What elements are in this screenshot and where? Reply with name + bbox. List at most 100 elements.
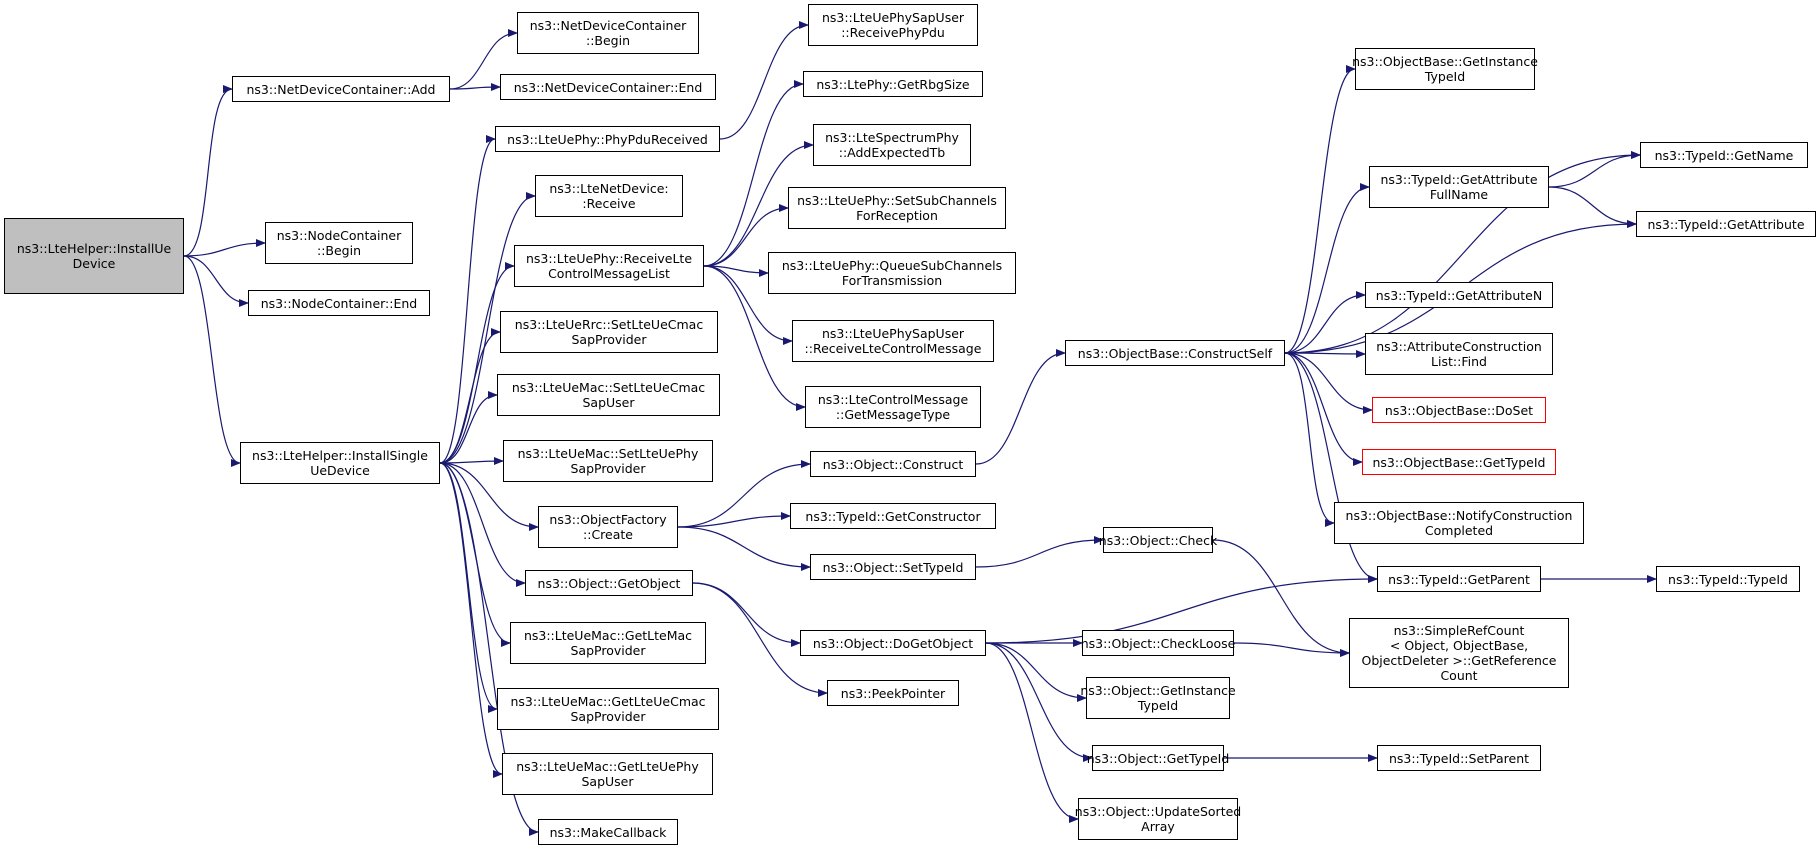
- node-set-type-id[interactable]: ns3::Object::SetTypeId: [810, 554, 976, 580]
- node-net-dev-recv[interactable]: ns3::LteNetDevice::Receive: [535, 175, 683, 217]
- node-check-loose[interactable]: ns3::Object::CheckLoose: [1081, 630, 1235, 656]
- node-ndc-begin[interactable]: ns3::NetDeviceContainer::Begin: [517, 12, 699, 54]
- node-label-line: ns3::ObjectBase::ConstructSelf: [1077, 345, 1273, 361]
- node-ob-get-tid[interactable]: ns3::ObjectBase::GetTypeId: [1362, 449, 1556, 475]
- node-label-line: ns3::NodeContainer::End: [260, 295, 418, 311]
- node-ndc-end[interactable]: ns3::NetDeviceContainer::End: [500, 74, 716, 100]
- node-label-line: ns3::Object::GetInstance: [1080, 683, 1236, 698]
- node-label-line: UeDevice: [310, 463, 370, 478]
- node-label-line: ns3::LteUePhy::ReceiveLte: [525, 251, 693, 266]
- node-label-line: ns3::LteUePhy::SetSubChannels: [797, 193, 997, 208]
- node-label-line: SapUser: [581, 774, 634, 789]
- node-check[interactable]: ns3::Object::Check: [1099, 527, 1217, 553]
- node-label-line: ns3::SimpleRefCount: [1393, 623, 1525, 638]
- node-label-line: ns3::LteUeRrc::SetLteUeCmac: [514, 317, 704, 332]
- node-label-line: ns3::ObjectFactory: [549, 512, 667, 527]
- node-label-line: FullName: [1429, 187, 1489, 202]
- node-ref-count[interactable]: ns3::SimpleRefCount< Object, ObjectBase,…: [1349, 618, 1569, 688]
- edge-installSingle-to-getObject: [439, 462, 526, 587]
- node-obj-get-tid[interactable]: ns3::Object::GetTypeId: [1087, 745, 1229, 771]
- node-label-line: ns3::LteNetDevice:: [549, 181, 669, 196]
- node-label-line: Count: [1440, 668, 1478, 683]
- node-label-line: SapProvider: [570, 643, 646, 658]
- edge-installSingle-to-makeCb: [439, 462, 539, 836]
- node-label-line: ns3::NetDeviceContainer::Add: [246, 81, 436, 97]
- node-get-parent[interactable]: ns3::TypeId::GetParent: [1377, 566, 1541, 592]
- node-msg-type[interactable]: ns3::LteControlMessage::GetMessageType: [805, 386, 981, 428]
- edge-doGetObject-to-getParent: [985, 575, 1378, 644]
- edge-installUe-to-ncEnd: [183, 255, 249, 307]
- node-construct-self[interactable]: ns3::ObjectBase::ConstructSelf: [1065, 340, 1285, 366]
- edge-constructSelf-to-doSet: [1284, 352, 1373, 414]
- node-label-line: TypeId: [1137, 698, 1179, 713]
- node-label-line: ::Begin: [585, 33, 631, 48]
- edge-ndcAdd-to-ndcBegin: [449, 29, 518, 90]
- node-make-cb[interactable]: ns3::MakeCallback: [538, 819, 678, 845]
- edge-ofCreate-to-setTypeId: [677, 526, 811, 571]
- node-get-name[interactable]: ns3::TypeId::GetName: [1640, 142, 1808, 168]
- node-label-line: ns3::AttributeConstruction: [1376, 339, 1542, 354]
- node-of-create[interactable]: ns3::ObjectFactory::Create: [538, 506, 678, 548]
- node-label-line: ns3::TypeId::TypeId: [1668, 571, 1788, 587]
- node-recv-phy-pdu[interactable]: ns3::LteUePhySapUser::ReceivePhyPdu: [808, 4, 978, 46]
- node-label-line: ns3::LteUeMac::SetLteUePhy: [517, 446, 699, 461]
- node-label-line: ns3::ObjectBase::DoSet: [1384, 402, 1534, 418]
- node-ndc-add[interactable]: ns3::NetDeviceContainer::Add: [232, 76, 450, 102]
- node-recv-ctrl-msg[interactable]: ns3::LteUePhySapUser::ReceiveLteControlM…: [792, 320, 994, 362]
- node-label-line: Completed: [1424, 523, 1494, 538]
- edge-installUe-to-ncBegin: [183, 239, 266, 257]
- node-do-set[interactable]: ns3::ObjectBase::DoSet: [1372, 397, 1546, 423]
- node-label-line: ns3::LteUeMac::GetLteUeCmac: [510, 694, 706, 709]
- node-add-exp-tb[interactable]: ns3::LteSpectrumPhy::AddExpectedTb: [813, 124, 971, 166]
- node-rbg-size[interactable]: ns3::LtePhy::GetRbgSize: [803, 71, 983, 97]
- node-label-line: ns3::LtePhy::GetRbgSize: [816, 76, 970, 92]
- node-label-line: ::ReceiveLteControlMessage: [804, 341, 982, 356]
- node-do-get-object[interactable]: ns3::Object::DoGetObject: [800, 630, 986, 656]
- node-construct[interactable]: ns3::Object::Construct: [810, 451, 976, 477]
- node-label-line: Array: [1141, 819, 1175, 834]
- edge-construct-to-constructSelf: [975, 349, 1066, 465]
- node-label-line: ns3::TypeId::SetParent: [1388, 750, 1530, 766]
- edge-installSingle-to-getCmac: [439, 462, 498, 713]
- node-set-parent[interactable]: ns3::TypeId::SetParent: [1377, 745, 1541, 771]
- edge-recvCtrl-to-queueSub: [703, 265, 769, 277]
- node-type-id-ctor[interactable]: ns3::TypeId::TypeId: [1656, 566, 1800, 592]
- edge-recvCtrl-to-rbgSize: [703, 80, 804, 267]
- node-label-line: ns3::NetDeviceContainer: [529, 18, 687, 33]
- node-label-line: ns3::Object::GetTypeId: [1086, 750, 1230, 766]
- edge-recvCtrl-to-addExpTb: [703, 141, 814, 267]
- node-phy-pdu[interactable]: ns3::LteUePhy::PhyPduReceived: [495, 126, 720, 152]
- node-nc-begin[interactable]: ns3::NodeContainer::Begin: [265, 222, 413, 264]
- node-nc-end[interactable]: ns3::NodeContainer::End: [248, 290, 430, 316]
- node-get-ctor[interactable]: ns3::TypeId::GetConstructor: [790, 503, 996, 529]
- node-label-line: ns3::Object::GetObject: [537, 575, 681, 591]
- node-label-line: List::Find: [1431, 354, 1487, 369]
- node-peek-ptr[interactable]: ns3::PeekPointer: [827, 680, 959, 706]
- node-get-object[interactable]: ns3::Object::GetObject: [525, 570, 693, 596]
- edge-installSingle-to-ofCreate: [439, 462, 539, 531]
- edge-doGetObject-to-objGetInst: [985, 642, 1087, 702]
- node-label-line: ForReception: [856, 208, 938, 223]
- edge-recvCtrl-to-msgType: [703, 265, 806, 411]
- node-get-attr[interactable]: ns3::TypeId::GetAttribute: [1636, 211, 1816, 237]
- node-attr-n[interactable]: ns3::TypeId::GetAttributeN: [1365, 282, 1553, 308]
- edge-phyPdu-to-recvPhyPdu: [719, 21, 809, 140]
- node-label-line: ::ReceivePhyPdu: [841, 25, 945, 40]
